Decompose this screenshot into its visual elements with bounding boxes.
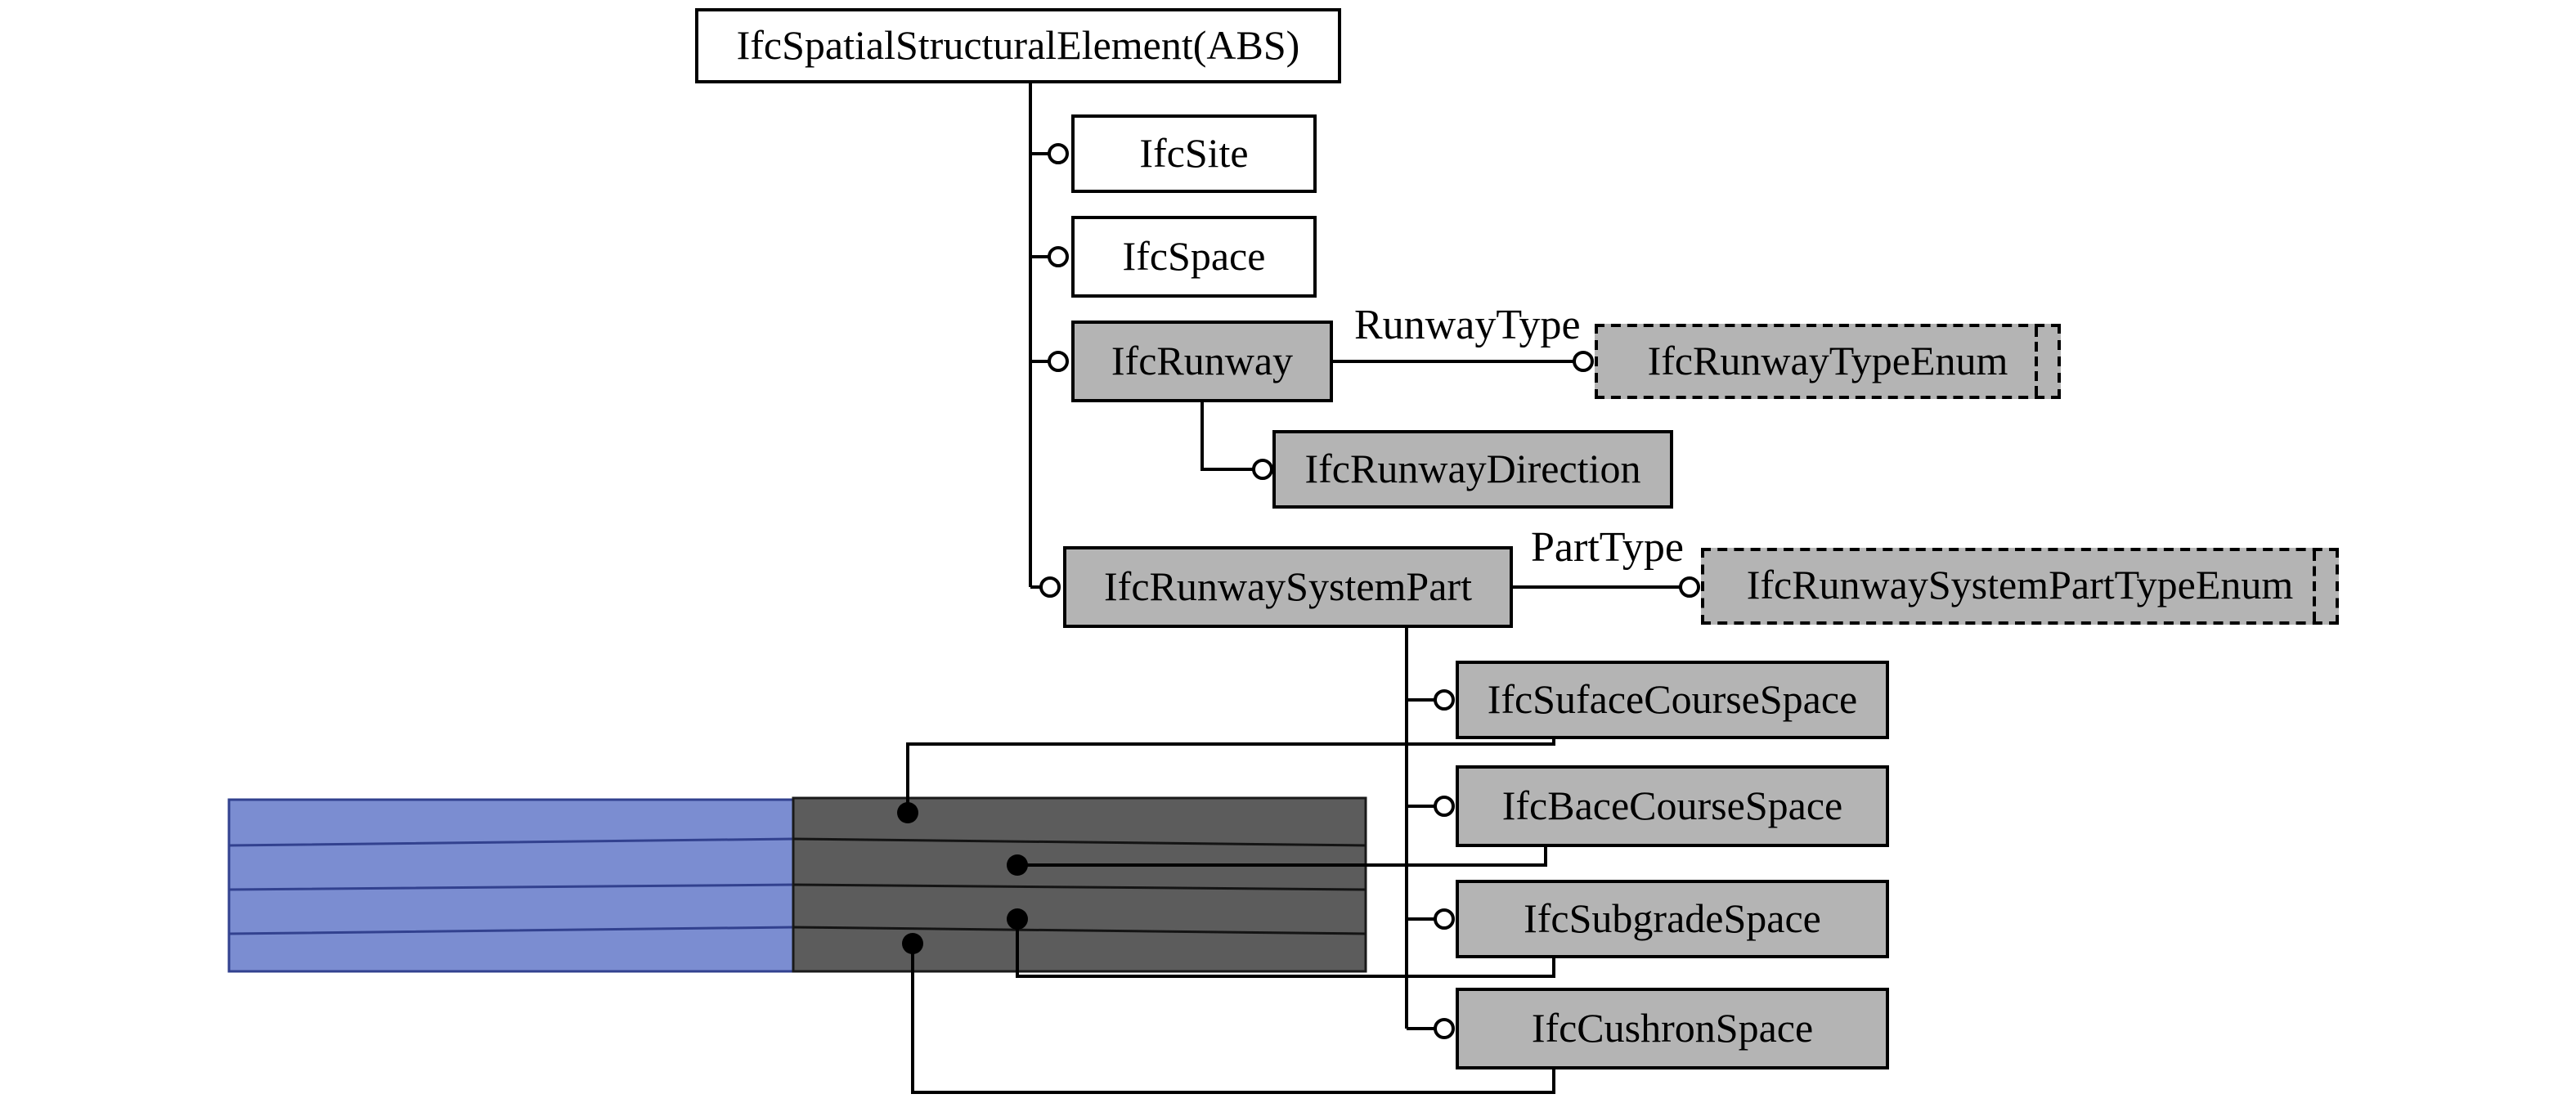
node-label: IfcRunwaySystemPartTypeEnum (1746, 564, 2294, 608)
node-label: IfcBaceCourseSpace (1501, 784, 1843, 828)
subtype-circle (1679, 576, 1700, 598)
node-label: IfcSpace (1122, 235, 1266, 279)
enum-right-divider (2313, 551, 2316, 621)
pavement-dark-layer-lines (792, 837, 1367, 935)
edge-label-parttype: PartType (1531, 523, 1684, 571)
node-label: IfcRunway (1111, 339, 1294, 383)
subtype-circle (1048, 351, 1069, 372)
node-ifcsite: IfcSite (1071, 114, 1317, 193)
subtype-circle (1434, 689, 1455, 711)
junction-dots (897, 802, 1028, 954)
node-label: IfcRunwaySystemPart (1104, 565, 1472, 609)
subtype-circle (1434, 908, 1455, 930)
node-ifcrunwaydirection: IfcRunwayDirection (1272, 430, 1673, 509)
node-ifcsufacecoursespace: IfcSufaceCourseSpace (1456, 661, 1889, 739)
node-ifcsubgradespace: IfcSubgradeSpace (1456, 880, 1889, 958)
subtype-circle (1048, 246, 1069, 267)
node-ifccushronspace: IfcCushronSpace (1456, 988, 1889, 1069)
subtype-circle (1573, 351, 1594, 372)
subtype-circle (1048, 143, 1069, 164)
subtype-circles (1039, 143, 1700, 1039)
node-label: IfcSite (1139, 132, 1249, 176)
pavement-blue-layer-lines (228, 837, 794, 935)
junction-dot (1007, 908, 1028, 930)
subtype-circle (1434, 1018, 1455, 1039)
node-label: IfcSpatialStructuralElement(ABS) (736, 24, 1300, 68)
node-ifcspace: IfcSpace (1071, 216, 1317, 298)
enum-right-divider (2035, 327, 2038, 396)
node-label: IfcCushronSpace (1531, 1007, 1814, 1051)
node-label: IfcSubgradeSpace (1524, 897, 1821, 941)
pavement-illustration (227, 796, 1367, 973)
node-ifcrunwaysystempart: IfcRunwaySystemPart (1063, 546, 1513, 628)
junction-dot (1007, 854, 1028, 876)
node-ifcbacecoursespace: IfcBaceCourseSpace (1456, 765, 1889, 847)
node-label: IfcRunwayDirection (1304, 447, 1641, 491)
node-ifcrunwaysystemparttypeenum: IfcRunwaySystemPartTypeEnum (1701, 548, 2339, 625)
subtype-circle (1039, 576, 1061, 598)
connector-lines (906, 83, 1680, 1094)
subtype-circle (1434, 796, 1455, 817)
edge-label-runwaytype: RunwayType (1354, 301, 1581, 348)
node-ifcspatialstructuralelement: IfcSpatialStructuralElement(ABS) (695, 8, 1341, 83)
node-label: IfcRunwayTypeEnum (1647, 339, 2008, 383)
junction-dot (897, 802, 918, 823)
subtype-circle (1252, 459, 1273, 480)
node-ifcrunwaytypeenum: IfcRunwayTypeEnum (1595, 324, 2061, 399)
node-ifcrunway: IfcRunway (1071, 321, 1333, 402)
junction-dot (902, 933, 923, 954)
node-label: IfcSufaceCourseSpace (1487, 678, 1858, 722)
